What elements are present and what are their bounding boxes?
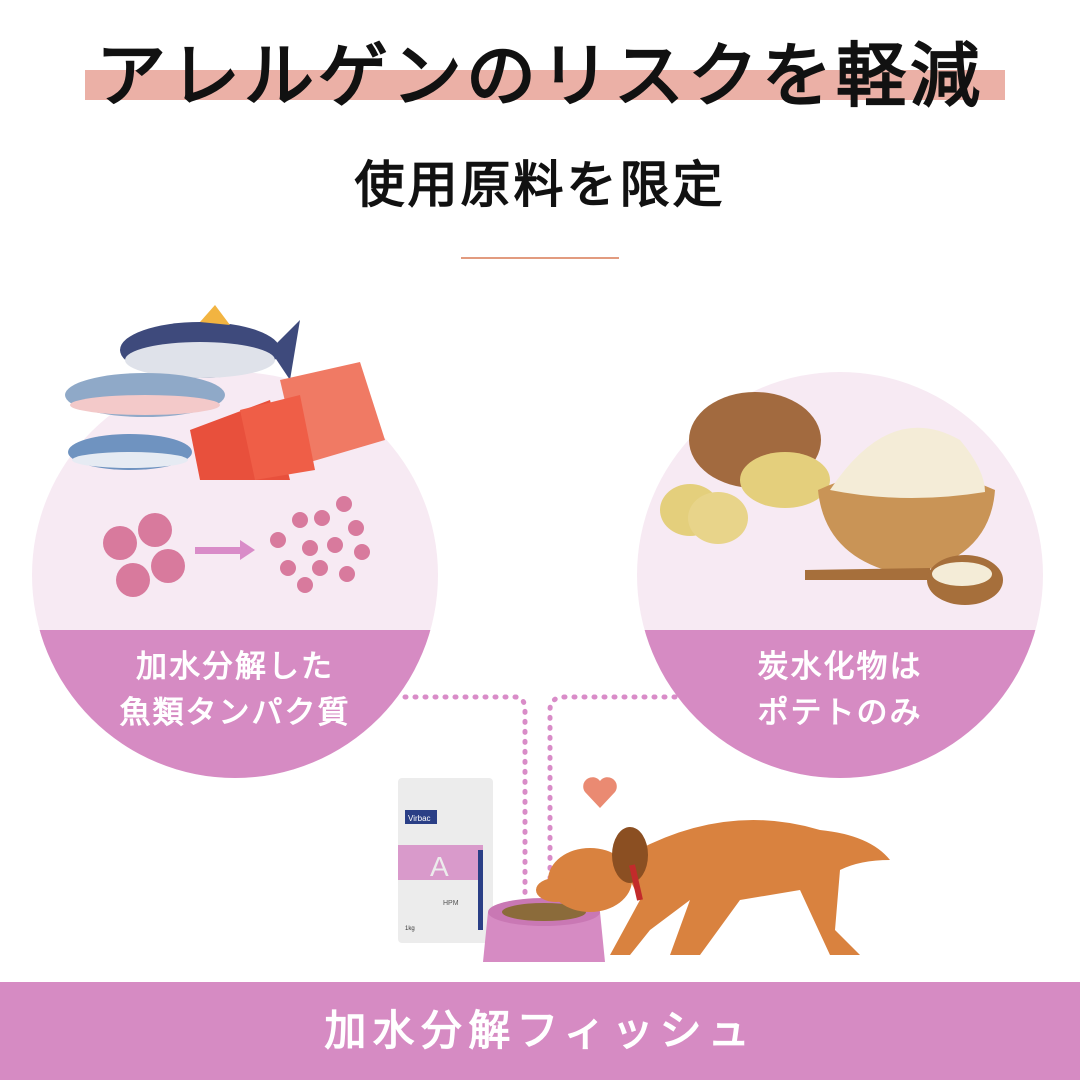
- potato-card-line2: ポテトのみ: [757, 695, 923, 731]
- page-title: アレルゲンのリスクを軽減: [96, 35, 984, 117]
- fish-card-line1: 加水分解した: [136, 649, 334, 685]
- svg-text:Virbac: Virbac: [408, 814, 431, 823]
- svg-text:1kg: 1kg: [405, 926, 415, 932]
- flour-bowl-icon: [805, 427, 1003, 605]
- potato-icon: [660, 392, 830, 544]
- fish-protein-card: 加水分解した 魚類タンパク質: [32, 372, 438, 778]
- salmon-icon: [190, 362, 385, 480]
- divider: [461, 257, 619, 259]
- heart-icon: [583, 777, 617, 808]
- peptide-icon: [270, 496, 370, 593]
- svg-text:A: A: [430, 851, 449, 882]
- molecule-icon: [103, 513, 185, 597]
- page-subtitle: 使用原料を限定: [354, 156, 726, 214]
- food-bowl-icon: [483, 898, 605, 962]
- arrow-right-icon: [195, 540, 255, 560]
- footer-label: 加水分解フィッシュ: [0, 982, 1080, 1080]
- fish-icon: [65, 305, 300, 470]
- potato-card-line1: 炭水化物は: [757, 649, 923, 685]
- dog-icon: [536, 820, 890, 955]
- title-highlight: [85, 70, 1005, 100]
- fish-card-line2: 魚類タンパク質: [119, 695, 351, 731]
- svg-text:HPM: HPM: [443, 900, 459, 907]
- product-bag-icon: Virbac A HPM 1kg: [398, 778, 493, 943]
